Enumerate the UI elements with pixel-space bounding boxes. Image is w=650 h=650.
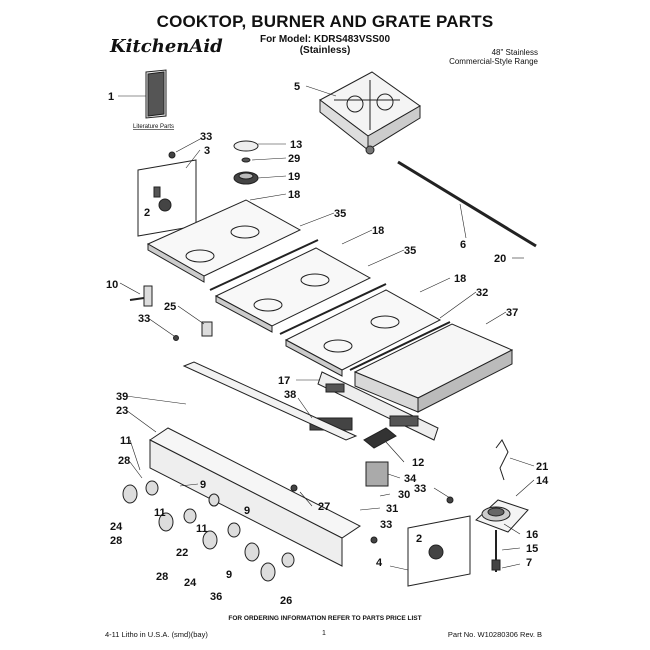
callout-27: 27 <box>318 501 330 513</box>
page-title: COOKTOP, BURNER AND GRATE PARTS <box>156 12 494 31</box>
callout-22: 22 <box>176 547 188 559</box>
part-12 <box>363 427 397 449</box>
part-number: Part No. W10280306 Rev. B <box>447 630 542 639</box>
callout-17: 17 <box>278 375 290 387</box>
callout-33c: 33 <box>414 483 426 495</box>
screw-10 <box>129 297 145 301</box>
callout-6: 6 <box>460 239 466 251</box>
bracket-25 <box>201 321 213 337</box>
model-variant: (Stainless) <box>299 45 351 56</box>
callout-5: 5 <box>294 81 300 93</box>
callout-9c: 9 <box>226 569 232 581</box>
callout-28c: 28 <box>156 571 168 583</box>
callout-30: 30 <box>398 489 410 501</box>
callout-labels: 1 33 3 2 13 29 19 18 5 35 18 6 20 35 18 … <box>106 81 549 607</box>
callout-26: 26 <box>280 595 292 607</box>
callout-21: 21 <box>536 461 548 473</box>
cooktop-pan-2 <box>214 247 372 333</box>
callout-7: 7 <box>526 557 532 569</box>
knob-row <box>122 480 295 582</box>
strip-35-a <box>209 239 319 291</box>
description-line-2: Commercial-Style Range <box>449 57 538 66</box>
burner-valve-box <box>137 159 197 237</box>
grate-rod <box>397 160 537 248</box>
callout-29: 29 <box>288 153 300 165</box>
callout-24: 24 <box>110 521 123 533</box>
callout-35: 35 <box>334 208 346 220</box>
manifold-panel <box>149 427 361 567</box>
ordering-note: FOR ORDERING INFORMATION REFER TO PARTS … <box>228 615 422 622</box>
bracket-10 <box>143 285 153 307</box>
screw-33 <box>168 151 176 159</box>
callout-18b: 18 <box>372 225 384 237</box>
callout-1: 1 <box>108 91 114 103</box>
spark-module-34 <box>365 461 389 487</box>
callout-28: 28 <box>118 455 130 467</box>
bracket-21 <box>495 439 509 481</box>
callout-3: 3 <box>204 145 210 157</box>
callout-9: 9 <box>200 479 206 491</box>
strip-32 <box>349 321 451 371</box>
screw-33c <box>370 536 378 544</box>
callout-33b: 33 <box>138 313 150 325</box>
leader-lines <box>118 85 535 571</box>
callout-9b: 9 <box>244 505 250 517</box>
callout-35b: 35 <box>404 245 416 257</box>
literature-label: Literature Parts <box>133 124 174 130</box>
callout-11: 11 <box>120 435 132 447</box>
callout-37: 37 <box>506 307 518 319</box>
model-number: For Model: KDRS483VSS00 <box>259 34 391 45</box>
callout-25: 25 <box>164 301 176 313</box>
cooktop-pan-1 <box>146 199 302 283</box>
screw-33d <box>446 496 454 504</box>
callout-24b: 24 <box>184 577 197 589</box>
valve-box-4 <box>407 515 471 587</box>
griddle <box>353 323 514 413</box>
callout-10: 10 <box>106 279 118 291</box>
callout-14: 14 <box>536 475 549 487</box>
screw-27 <box>290 484 298 492</box>
cooktop-pan-3 <box>284 289 442 377</box>
callout-15: 15 <box>526 543 538 555</box>
litho-info: 4-11 Litho in U.S.A. (smd)(bay) <box>105 630 208 639</box>
callout-13: 13 <box>290 139 302 151</box>
callout-38: 38 <box>284 389 296 401</box>
burner-14-assembly <box>475 499 529 572</box>
callout-19: 19 <box>288 171 300 183</box>
callout-28b: 28 <box>110 535 122 547</box>
model-info: For Model: KDRS483VSS00 (Stainless) <box>0 34 650 56</box>
callout-18: 18 <box>288 189 300 201</box>
callout-4: 4 <box>376 557 383 569</box>
rail-39 <box>182 361 358 441</box>
callout-33d: 33 <box>380 519 392 531</box>
burner-grate <box>319 71 421 155</box>
callout-12: 12 <box>412 457 424 469</box>
callout-18c: 18 <box>454 273 466 285</box>
strip-35-b <box>279 283 387 335</box>
callout-20: 20 <box>494 253 506 265</box>
callout-2b: 2 <box>416 533 422 545</box>
page-number: 1 <box>322 630 326 637</box>
screw-33b <box>173 335 179 341</box>
product-description: 48" Stainless Commercial-Style Range <box>449 48 538 66</box>
callout-31: 31 <box>386 503 398 515</box>
callout-23: 23 <box>116 405 128 417</box>
brand-logo: KitchenAid <box>110 36 223 57</box>
callout-11b: 11 <box>154 507 166 519</box>
callout-33: 33 <box>200 131 212 143</box>
callout-16: 16 <box>526 529 538 541</box>
control-panel <box>317 371 439 441</box>
callout-2: 2 <box>144 207 150 219</box>
callout-34: 34 <box>404 473 417 485</box>
callout-39: 39 <box>116 391 128 403</box>
callout-36: 36 <box>210 591 222 603</box>
literature-book: Literature Parts <box>133 69 174 130</box>
callout-11c: 11 <box>196 523 208 535</box>
burner-cap-assembly <box>233 140 259 185</box>
callout-32: 32 <box>476 287 488 299</box>
description-line-1: 48" Stainless <box>491 48 538 57</box>
